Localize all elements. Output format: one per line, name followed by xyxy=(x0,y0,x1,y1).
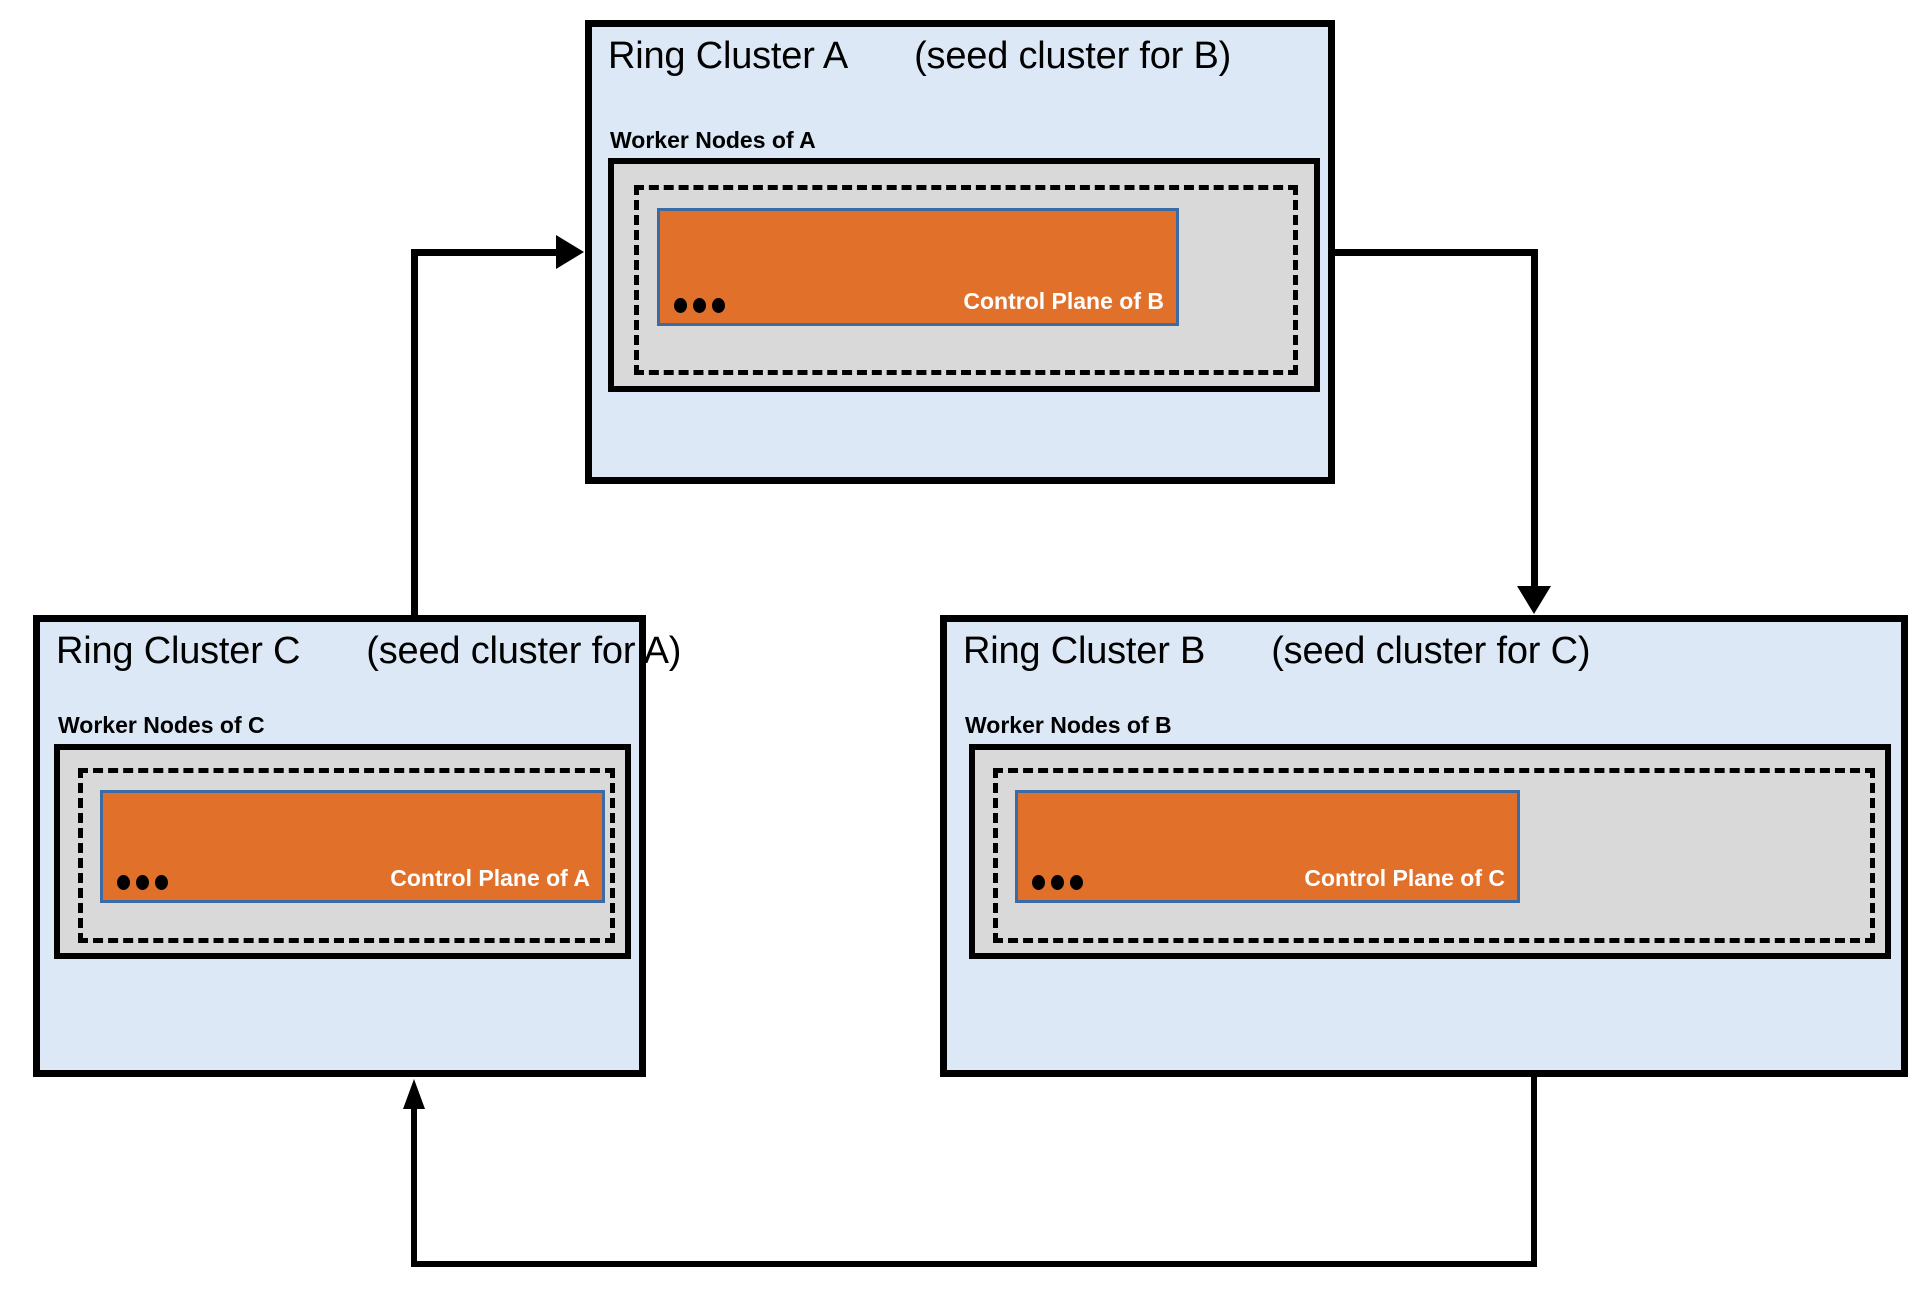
connector-a-to-b-horizontal xyxy=(1335,249,1538,256)
cluster-c-title: Ring Cluster C (seed cluster for A) xyxy=(56,630,681,673)
cluster-c-name: Ring Cluster C xyxy=(56,630,301,672)
cluster-c-worker-nodes[interactable]: Control Plane of A xyxy=(54,744,631,959)
cluster-b-ellipsis-icon xyxy=(1032,875,1083,890)
arrowhead-into-cluster-b xyxy=(1517,586,1551,614)
cluster-b-worker-label: Worker Nodes of B xyxy=(965,712,1172,738)
connector-c-to-a-vertical xyxy=(411,252,418,620)
connector-c-to-a-horizontal xyxy=(411,249,558,256)
cluster-a-worker-label: Worker Nodes of A xyxy=(610,127,816,153)
arrowhead-into-cluster-a xyxy=(556,235,584,269)
cluster-b-control-plane-label: Control Plane of C xyxy=(1304,865,1505,891)
cluster-b[interactable]: Ring Cluster B (seed cluster for C) Worke… xyxy=(940,615,1908,1077)
cluster-b-worker-nodes[interactable]: Control Plane of C xyxy=(969,744,1891,959)
cluster-b-seed-note: (seed cluster for C) xyxy=(1271,630,1591,672)
cluster-c-ellipsis-icon xyxy=(117,875,168,890)
cluster-b-dashed-frame: Control Plane of C xyxy=(993,768,1875,943)
cluster-c[interactable]: Ring Cluster C (seed cluster for A) Worke… xyxy=(33,615,681,1077)
cluster-c-seed-note: (seed cluster for A) xyxy=(366,630,682,672)
connector-a-to-b-vertical xyxy=(1531,249,1538,589)
cluster-a-control-plane-label: Control Plane of B xyxy=(963,288,1164,314)
connector-b-to-c-vertical-right xyxy=(1531,1077,1537,1267)
cluster-a-ellipsis-icon xyxy=(674,298,725,313)
cluster-a[interactable]: Ring Cluster A (seed cluster for B) Worke… xyxy=(585,20,1335,484)
cluster-a-name: Ring Cluster A xyxy=(608,35,849,77)
cluster-c-control-plane[interactable]: Control Plane of A xyxy=(100,790,605,903)
cluster-c-worker-label: Worker Nodes of C xyxy=(58,712,265,738)
cluster-b-control-plane[interactable]: Control Plane of C xyxy=(1015,790,1520,903)
connector-b-to-c-vertical-left xyxy=(411,1108,417,1265)
cluster-a-title: Ring Cluster A (seed cluster for B) xyxy=(608,35,1231,78)
cluster-b-name: Ring Cluster B xyxy=(963,630,1206,672)
cluster-a-control-plane[interactable]: Control Plane of B xyxy=(657,208,1179,326)
cluster-b-title: Ring Cluster B (seed cluster for C) xyxy=(963,630,1590,673)
arrowhead-into-cluster-c xyxy=(403,1079,425,1109)
cluster-a-dashed-frame: Control Plane of B xyxy=(634,185,1298,375)
connector-b-to-c-horizontal xyxy=(411,1261,1537,1267)
cluster-c-control-plane-label: Control Plane of A xyxy=(390,865,590,891)
cluster-a-seed-note: (seed cluster for B) xyxy=(914,35,1232,77)
cluster-c-dashed-frame: Control Plane of A xyxy=(78,768,615,943)
cluster-a-worker-nodes[interactable]: Control Plane of B xyxy=(608,158,1320,392)
